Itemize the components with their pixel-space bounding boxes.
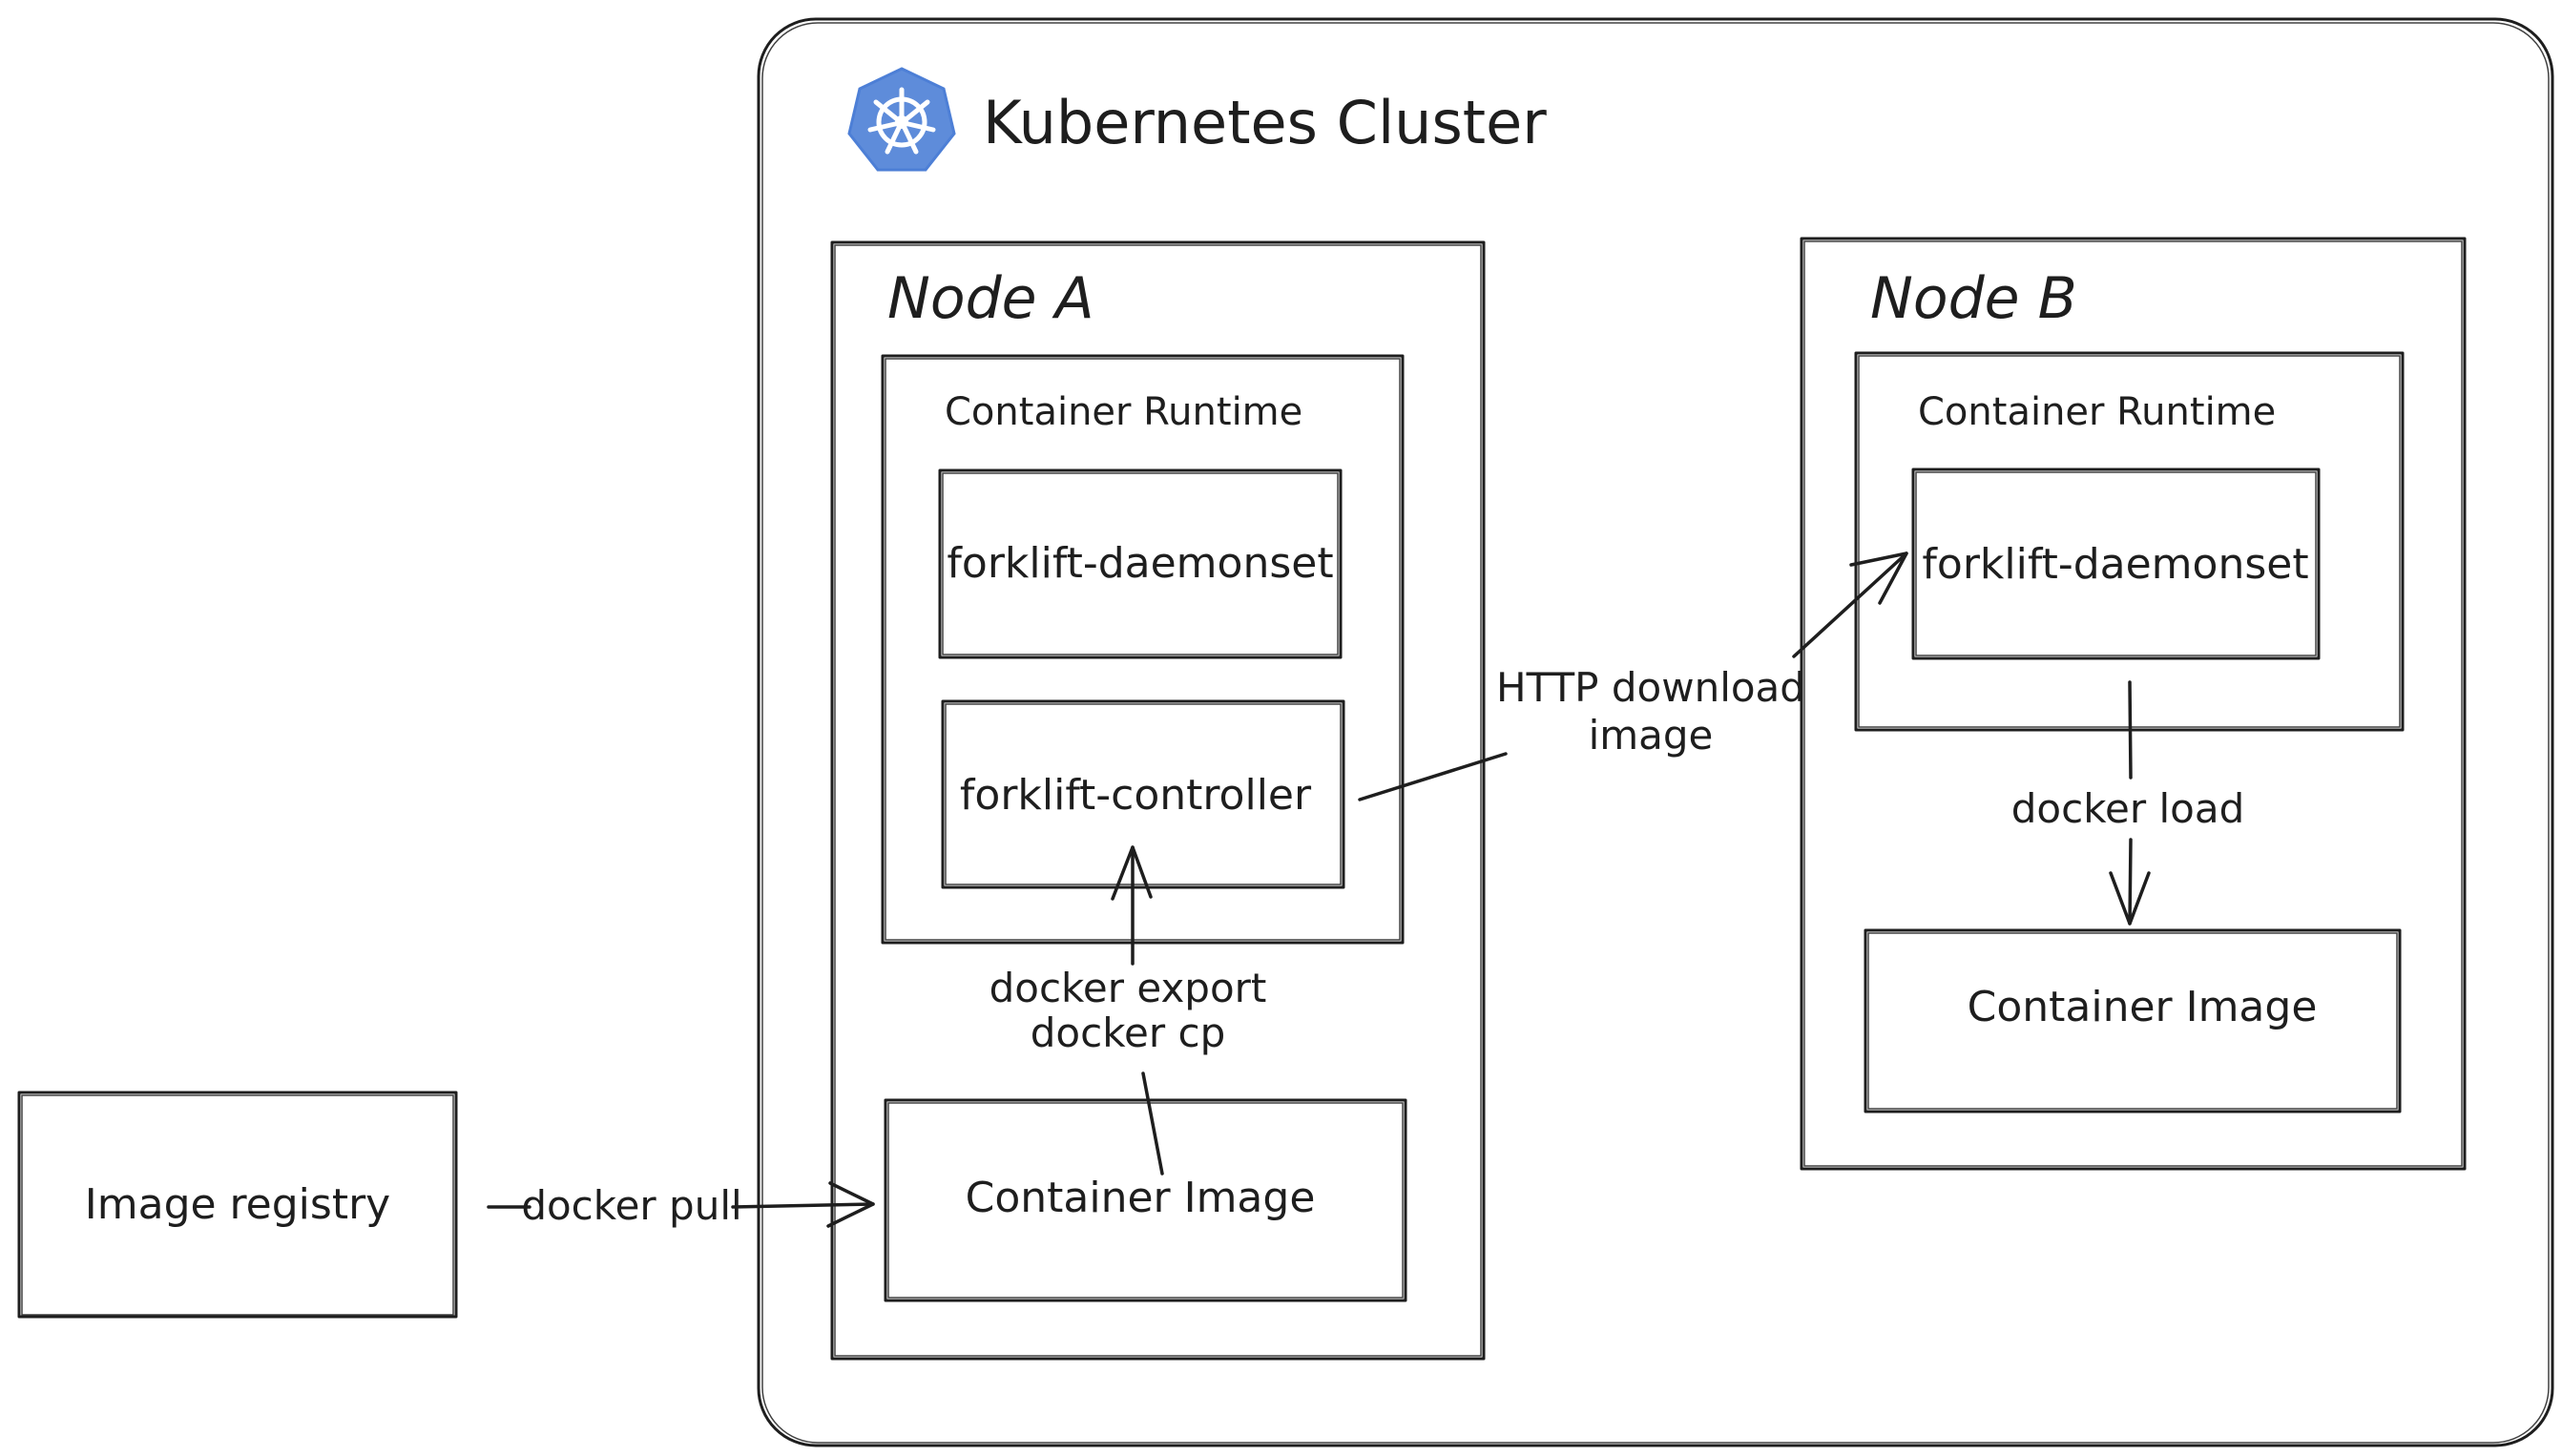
docker-export-arrow: [1111, 845, 1164, 1175]
docker-export-label: docker export: [989, 965, 1267, 1011]
forklift-controller-label: forklift-controller: [960, 771, 1312, 820]
node-a-container-image-box: [884, 1098, 1407, 1302]
node-b-container-image-label: Container Image: [1968, 983, 2318, 1031]
forklift-controller-box: [941, 699, 1345, 889]
node-b-daemonset-label: forklift-daemonset: [1922, 540, 2308, 589]
node-a-box: [830, 240, 1486, 1361]
node-a-title: Node A: [887, 265, 1094, 332]
docker-load-arrow: [2109, 680, 2151, 926]
kubernetes-cluster-box: [757, 17, 2554, 1447]
http-download-arrow: [1358, 551, 1908, 801]
http-download-label: HTTP download: [1496, 664, 1805, 711]
http-image-label: image: [1589, 712, 1714, 759]
node-b-daemonset-box: [1911, 468, 2321, 660]
node-b-runtime-label: Container Runtime: [1918, 390, 2276, 434]
node-a-runtime-label: Container Runtime: [945, 390, 1302, 434]
kubernetes-helm-icon: [847, 67, 956, 172]
docker-cp-label: docker cp: [1031, 1009, 1225, 1056]
node-a-daemonset-box: [938, 468, 1343, 659]
node-a-container-image-label: Container Image: [966, 1174, 1316, 1222]
node-b-container-image-box: [1864, 928, 2402, 1113]
docker-pull-label: docker pull: [521, 1182, 741, 1229]
node-a-daemonset-label: forklift-daemonset: [947, 539, 1333, 588]
docker-pull-arrow: [487, 1181, 875, 1228]
image-registry-box: [17, 1091, 458, 1319]
node-a-runtime-box: [881, 354, 1405, 945]
docker-load-label: docker load: [2011, 785, 2245, 832]
cluster-title: Kubernetes Cluster: [983, 88, 1547, 157]
node-b-title: Node B: [1870, 265, 2077, 332]
image-registry-label: Image registry: [85, 1180, 390, 1229]
node-b-box: [1800, 237, 2467, 1171]
